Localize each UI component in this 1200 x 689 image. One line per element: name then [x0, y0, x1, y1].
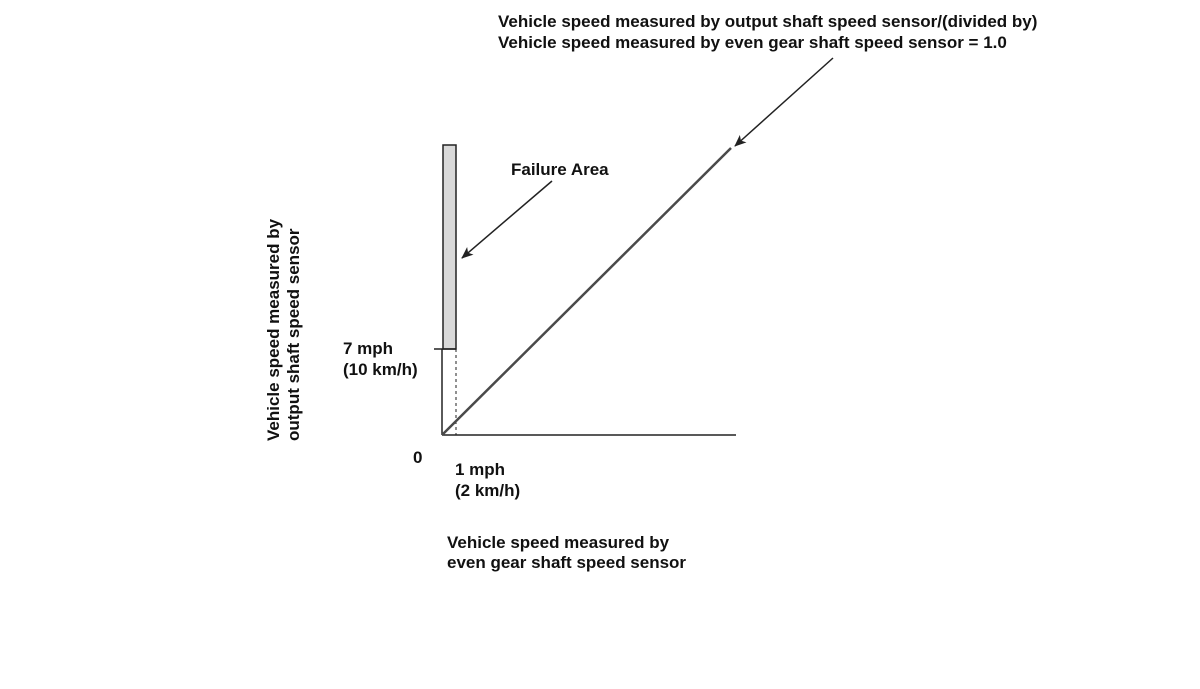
x-axis-label-line1: Vehicle speed measured by	[447, 533, 670, 552]
failure-area-arrow	[461, 180, 553, 259]
y-axis-label-line1: Vehicle speed measured by	[264, 218, 283, 441]
ratio-annotation-line2: Vehicle speed measured by even gear shaf…	[498, 33, 1007, 52]
ratio-line	[441, 147, 732, 436]
x-axis-label-line2: even gear shaft speed sensor	[447, 553, 686, 572]
y-threshold-mph: 7 mph	[343, 339, 393, 358]
failure-area-label: Failure Area	[511, 160, 609, 179]
y-threshold-kmh: (10 km/h)	[343, 360, 418, 379]
failure-area	[442, 144, 457, 350]
origin-label: 0	[413, 448, 422, 467]
y-axis-label-line2: output shaft speed sensor	[284, 228, 303, 441]
x-threshold-kmh: (2 km/h)	[455, 481, 520, 500]
ratio-annotation-arrow	[734, 57, 834, 147]
x-threshold-mph: 1 mph	[455, 460, 505, 479]
ratio-annotation-line1: Vehicle speed measured by output shaft s…	[498, 12, 1037, 31]
